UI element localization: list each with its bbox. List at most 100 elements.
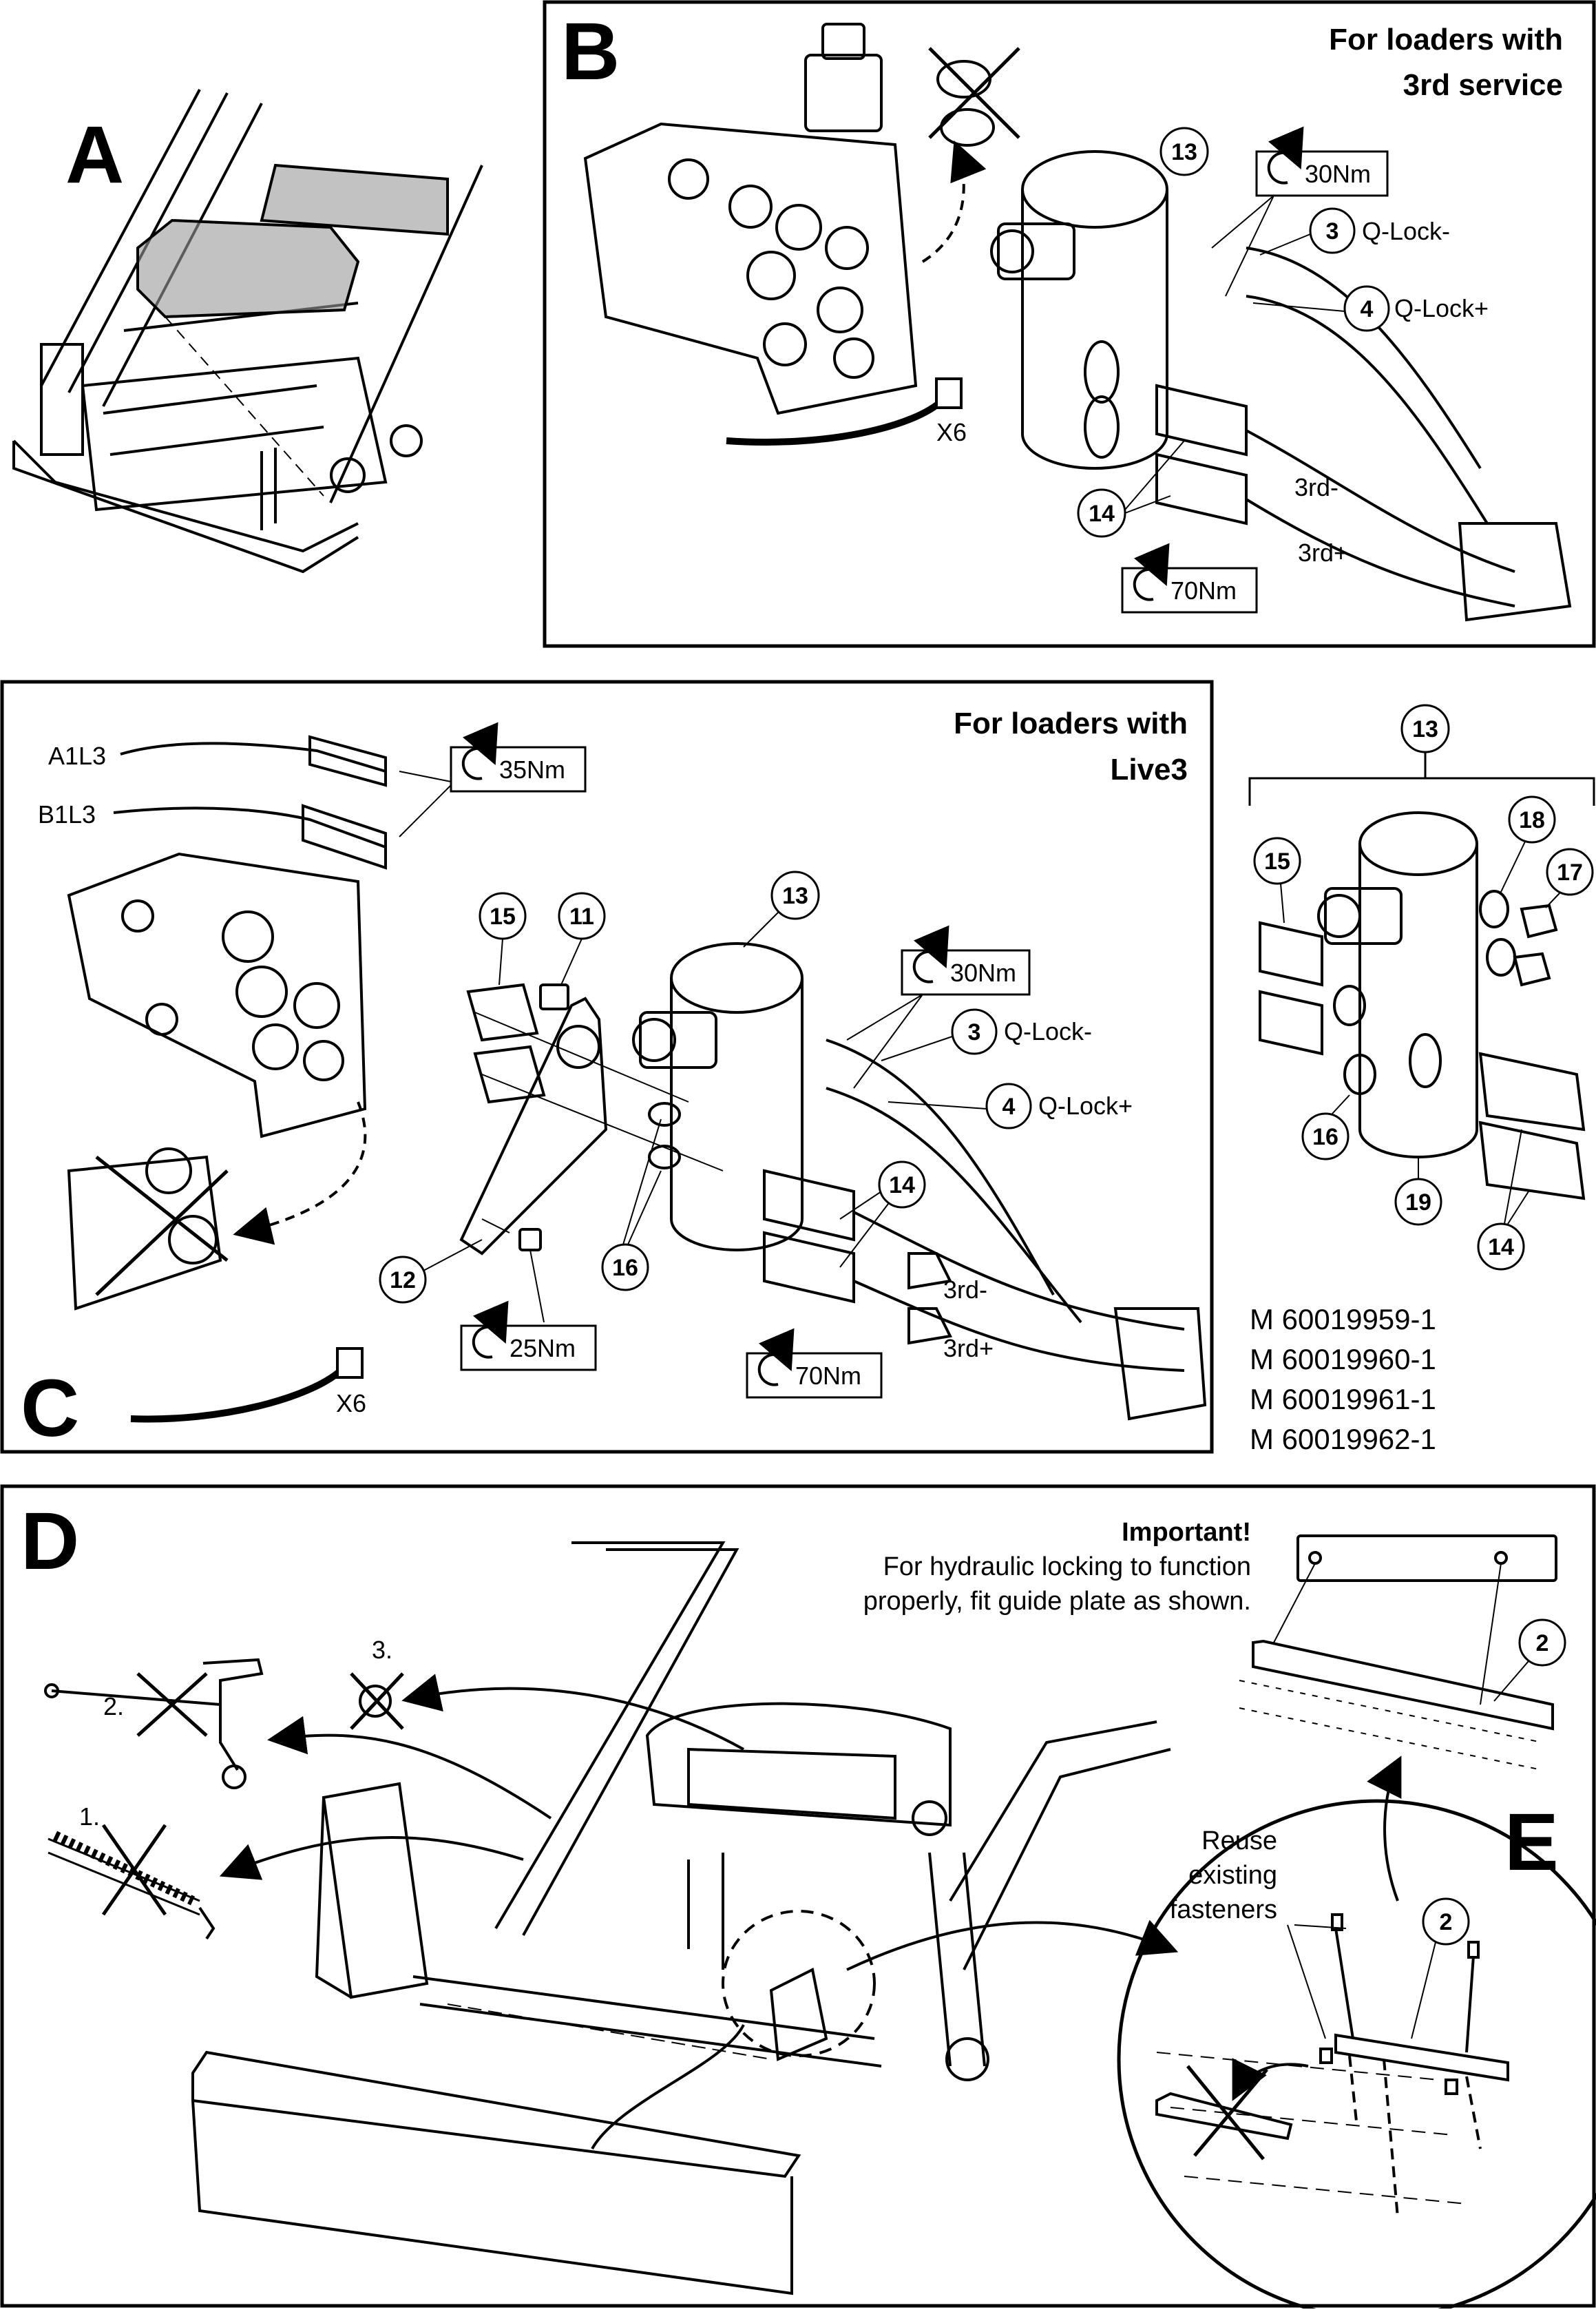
panel-e-letter: E <box>1504 1797 1559 1888</box>
lock-valve-c <box>632 942 804 1251</box>
label-q-lock-minus-c: Q-Lock- <box>1004 1017 1092 1045</box>
svg-text:14: 14 <box>1488 1234 1514 1260</box>
reuse-leader <box>1287 1924 1347 2039</box>
svg-text:30Nm: 30Nm <box>1305 160 1371 188</box>
reuse-line2: existing <box>1188 1861 1277 1890</box>
svg-text:25Nm: 25Nm <box>510 1334 576 1362</box>
panel-d: D Important! For hydraulic locking to fu… <box>0 1484 1596 2308</box>
panel-e: E 2 <box>1117 1797 1596 2312</box>
svg-text:70Nm: 70Nm <box>1170 576 1237 605</box>
part-number-2: M 60019960-1 <box>1250 1343 1436 1375</box>
step-3-fitting: 3. <box>350 1636 404 1730</box>
svg-text:1.: 1. <box>79 1802 100 1831</box>
callout-4-b: 4 Q-Lock+ <box>1252 285 1489 332</box>
callout-16-detail: 16 <box>1301 1094 1350 1160</box>
svg-text:18: 18 <box>1519 807 1545 833</box>
torque-35nm-c: 35Nm <box>399 722 587 837</box>
panel-c-letter: C <box>21 1363 79 1454</box>
label-q-lock-minus-b: Q-Lock- <box>1362 217 1450 245</box>
callout-14-detail: 14 <box>1477 1129 1529 1271</box>
callout-4-c: 4 Q-Lock+ <box>888 1083 1133 1129</box>
callout-13-detail: 13 <box>1248 704 1595 806</box>
part-number-list: M 60019959-1 M 60019960-1 M 60019961-1 M… <box>1250 1303 1436 1455</box>
guide-cover-illustration <box>136 163 449 497</box>
svg-text:14: 14 <box>889 1172 915 1198</box>
callout-2-e: 2 <box>1411 1897 1470 2039</box>
guide-plate-illustration <box>1239 1534 1557 1771</box>
callout-13-b: 13 <box>1159 127 1209 176</box>
important-line2: properly, fit guide plate as shown. <box>863 1587 1251 1616</box>
panel-c: C For loaders with Live3 A1L3 B1L3 35Nm <box>0 680 1214 1454</box>
label-q-lock-plus-b: Q-Lock+ <box>1394 294 1489 322</box>
panel-d-letter: D <box>21 1496 79 1587</box>
svg-text:16: 16 <box>612 1255 638 1281</box>
removed-plate-e <box>1155 2058 1309 2160</box>
label-3rd-minus-c: 3rd- <box>943 1275 987 1304</box>
svg-text:30Nm: 30Nm <box>950 959 1016 987</box>
removed-fittings-b <box>921 47 1020 263</box>
svg-text:16: 16 <box>1312 1124 1338 1150</box>
svg-text:35Nm: 35Nm <box>499 756 565 784</box>
torque-25nm-c: 25Nm <box>460 1300 597 1371</box>
callout-13-c: 13 <box>743 871 820 948</box>
panel-a-letter: A <box>65 110 124 200</box>
panel-b-letter: B <box>561 6 620 97</box>
label-q-lock-plus-c: Q-Lock+ <box>1038 1092 1133 1120</box>
detail-circle <box>1117 1799 1596 2312</box>
lock-valve-detail <box>1259 811 1586 1200</box>
part-number-4: M 60019962-1 <box>1250 1423 1436 1455</box>
svg-text:2: 2 <box>1536 1630 1549 1656</box>
label-3rd-minus-b: 3rd- <box>1294 473 1338 501</box>
callout-17-detail: 17 <box>1545 848 1594 908</box>
svg-text:19: 19 <box>1405 1189 1431 1216</box>
step-1-spring: 1. <box>48 1802 216 1940</box>
torque-30nm-b: 30Nm <box>1211 126 1389 297</box>
panel-a: A <box>12 89 483 574</box>
important-title: Important! <box>1122 1518 1251 1547</box>
label-3rd-plus-b: 3rd+ <box>1298 539 1348 567</box>
panel-c-title-line1: For loaders with <box>954 707 1188 740</box>
removed-fittings-c <box>67 1101 367 1311</box>
svg-text:13: 13 <box>782 883 808 909</box>
callout-16-c: 16 <box>601 1118 662 1291</box>
control-valve-block-b <box>583 23 918 415</box>
removal-arrows <box>219 1674 744 1880</box>
callout-18-detail: 18 <box>1500 795 1556 893</box>
callout-15-detail: 15 <box>1253 837 1301 924</box>
svg-text:3.: 3. <box>372 1636 392 1664</box>
label-a1l3: A1L3 <box>48 742 106 770</box>
callout-19-detail: 19 <box>1394 1158 1442 1226</box>
callout-14-c: 14 <box>839 1160 926 1268</box>
cable-x6-c: X6 <box>130 1347 366 1423</box>
panel-b-frame <box>543 0 1596 648</box>
valve-detail: 13 18 15 <box>1248 704 1595 1455</box>
svg-text:11: 11 <box>569 904 594 930</box>
label-3rd-plus-c: 3rd+ <box>943 1334 994 1362</box>
callout-11-c: 11 <box>558 892 606 986</box>
torque-70nm-c: 70Nm <box>746 1328 883 1399</box>
part-number-3: M 60019961-1 <box>1250 1383 1436 1415</box>
hoses-a1l3-b1l3 <box>113 735 387 870</box>
control-valve-block-c <box>67 852 367 1138</box>
svg-text:3: 3 <box>1326 218 1339 244</box>
label-x6-c: X6 <box>336 1389 366 1417</box>
torque-30nm-c: 30Nm <box>846 925 1031 1089</box>
panel-b: B For loaders with 3rd service <box>543 0 1596 648</box>
panel-b-title-line1: For loaders with <box>1329 23 1563 56</box>
guide-plate-install-e <box>1156 1913 1509 2218</box>
svg-text:70Nm: 70Nm <box>795 1362 861 1390</box>
svg-text:17: 17 <box>1557 860 1583 886</box>
important-line1: For hydraulic locking to function <box>883 1552 1251 1581</box>
torque-70nm-b: 70Nm <box>1121 543 1258 614</box>
panel-c-title-line2: Live3 <box>1110 753 1188 787</box>
important-note: Important! For hydraulic locking to func… <box>863 1518 1251 1616</box>
loader-frame-illustration-d <box>191 1541 1179 2295</box>
svg-text:4: 4 <box>1002 1094 1016 1120</box>
reuse-line3: fasteners <box>1170 1895 1277 1924</box>
callout-12-c: 12 <box>379 1239 483 1304</box>
couplers-c <box>763 1039 1207 1421</box>
callout-2-plate: 2 <box>1493 1618 1566 1702</box>
panel-b-title-line2: 3rd service <box>1403 68 1563 102</box>
callout-3-c: 3 Q-Lock- <box>881 1008 1092 1061</box>
part-number-1: M 60019959-1 <box>1250 1303 1436 1335</box>
